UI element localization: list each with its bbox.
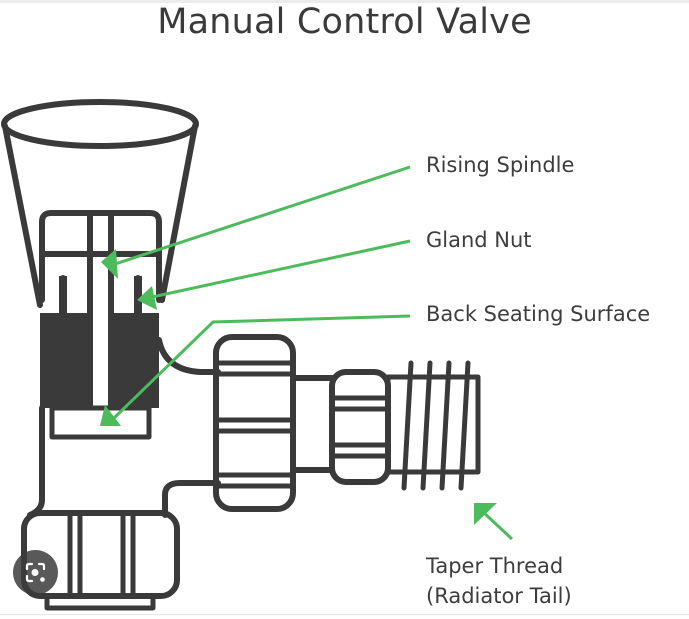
leader-lines bbox=[110, 165, 514, 541]
visual-search-button[interactable] bbox=[13, 550, 58, 595]
label-taper-thread: Taper Thread (Radiator Tail) bbox=[426, 551, 572, 611]
label-taper-thread-line2: (Radiator Tail) bbox=[426, 584, 572, 608]
arrowhead-back-seating bbox=[100, 405, 121, 426]
arrowhead-gland-nut bbox=[137, 286, 157, 310]
label-gland-nut: Gland Nut bbox=[426, 228, 532, 252]
label-back-seating-surface: Back Seating Surface bbox=[426, 302, 651, 326]
valve-body-right-lower bbox=[162, 480, 221, 518]
valve-body-right-upper bbox=[156, 337, 221, 375]
bottom-plate bbox=[44, 593, 156, 611]
bottom-border bbox=[0, 614, 689, 615]
leader-back-seating bbox=[110, 314, 411, 422]
arrowhead-taper-thread bbox=[474, 503, 497, 525]
gland-housing bbox=[39, 210, 162, 303]
visual-search-icon bbox=[25, 562, 46, 583]
leader-gland-nut bbox=[151, 239, 411, 299]
tail-nut bbox=[329, 369, 391, 485]
cap-top-ellipse bbox=[1, 99, 199, 149]
label-taper-thread-line1: Taper Thread bbox=[426, 554, 564, 578]
threaded-tail bbox=[385, 374, 481, 475]
top-border bbox=[0, 0, 689, 3]
leader-rising-spindle bbox=[111, 165, 411, 267]
cap-cone-left bbox=[2, 123, 43, 308]
leader-taper-thread bbox=[481, 510, 514, 541]
valve-body-left bbox=[27, 405, 45, 518]
diagram-title: Manual Control Valve bbox=[157, 2, 532, 42]
gland-nut-fill bbox=[40, 276, 159, 408]
cap-cone-right bbox=[159, 123, 198, 303]
union-nut bbox=[213, 334, 296, 512]
back-seat-plate bbox=[49, 405, 152, 440]
arrow-heads bbox=[100, 249, 497, 525]
arrowhead-rising-spindle bbox=[101, 249, 118, 279]
handle-cap bbox=[1, 99, 199, 308]
label-rising-spindle: Rising Spindle bbox=[426, 153, 575, 177]
